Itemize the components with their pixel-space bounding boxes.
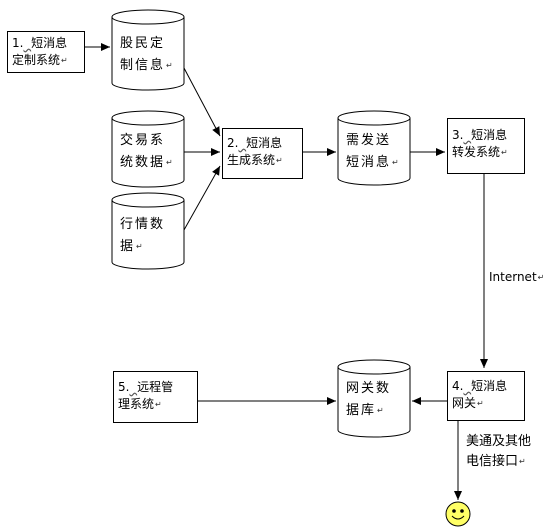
node-1-customization-system: 1. 短消息 定制系统↵ [7, 31, 85, 73]
db-trade-label: 交易系 统数据↵ [120, 133, 175, 170]
db-pending-label: 需发送 短消息↵ [346, 133, 401, 170]
db-quotes-cylinder [111, 192, 185, 270]
node-4-sms-gateway: 4. 短消息 网关↵ [447, 371, 525, 421]
smiley-face-icon [445, 501, 471, 527]
telecom-interface-label: 美通及其他 电信接口↵ [466, 434, 532, 469]
db-pending-cylinder [337, 110, 411, 186]
db-gateway-label: 网关数 据库↵ [346, 381, 392, 418]
db-customer-label: 股民定 制信息↵ [120, 36, 175, 73]
db-gateway-cylinder [337, 359, 411, 438]
node-2-generation-system: 2. 短消息 生成系统↵ [222, 128, 303, 179]
internet-label: Internet↵ [489, 270, 545, 284]
node-3-forwarding-system: 3. 短消息 转发系统↵ [447, 118, 525, 174]
db-quotes-label: 行情数 据↵ [120, 217, 166, 254]
node-5-remote-management: 5. 远程管 理系统↵ [113, 371, 198, 423]
arrow-quotes-to-n2 [183, 165, 221, 231]
arrow-customer-to-n2 [183, 67, 221, 137]
db-customer-cylinder [111, 9, 185, 91]
db-trade-cylinder [111, 110, 185, 188]
